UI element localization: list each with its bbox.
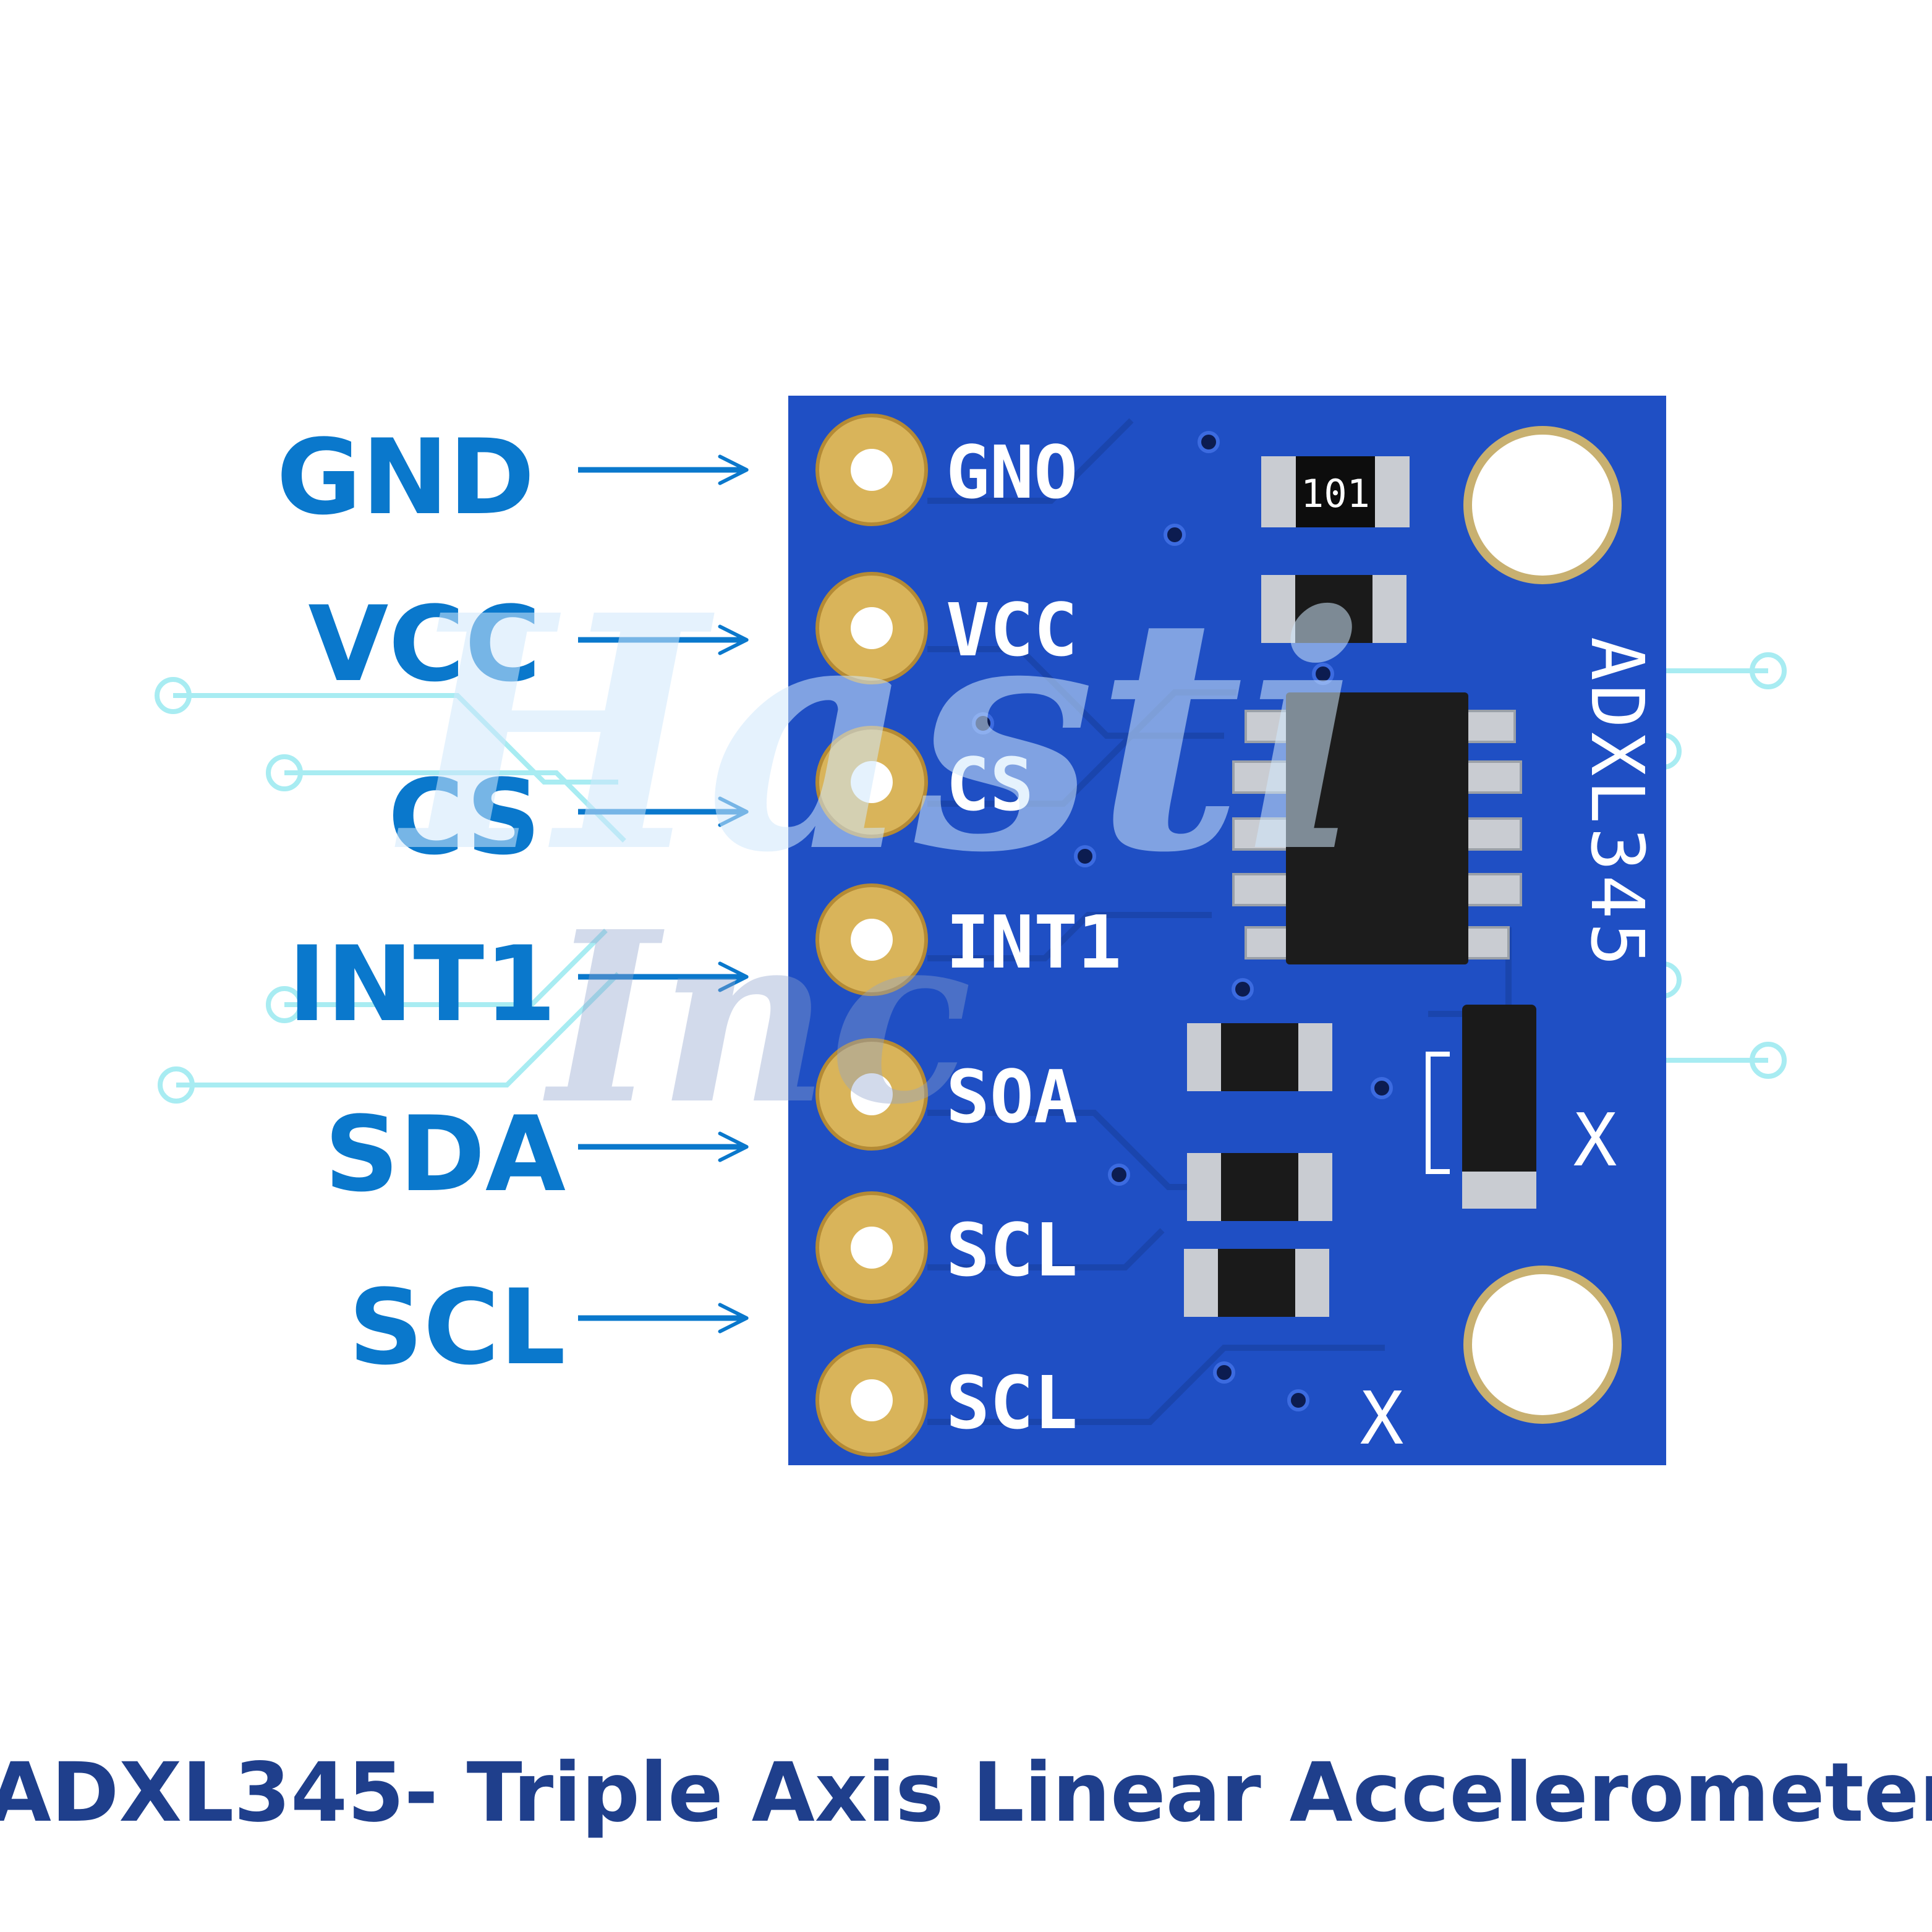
- mounting-holes: [1463, 426, 1622, 1424]
- watermark: Hasti Inc: [392, 545, 1366, 1156]
- watermark-text: Hasti: [392, 545, 1366, 923]
- capacitor: [1187, 1153, 1332, 1221]
- pin-pad: [815, 1038, 928, 1151]
- silkscreen-labels: GNO VCC CS INT1 SOA SCL SCL: [946, 430, 1121, 1445]
- pin-label-int1: INT1: [287, 924, 749, 1045]
- capacitor: [1184, 1249, 1329, 1317]
- header-pads: [815, 414, 928, 1457]
- pin-label-text: SCL: [349, 1267, 566, 1388]
- pin-label-text: INT1: [287, 924, 556, 1045]
- adxl345-chip: [1232, 692, 1522, 964]
- pin-pad: [815, 883, 928, 996]
- axis-x-mark: X: [1573, 1097, 1617, 1183]
- pin-label-text: GND: [276, 417, 535, 538]
- pin-label-sda: SDA: [325, 1094, 749, 1215]
- silk-label: VCC: [946, 587, 1078, 673]
- pin-pad: [815, 1191, 928, 1304]
- pin-label-text: CS: [388, 757, 541, 878]
- regulator: [1462, 1005, 1536, 1209]
- smd-components: 101: [1184, 456, 1536, 1317]
- silk-label: GNO: [946, 430, 1078, 515]
- pin-pad: [815, 414, 928, 526]
- pin-pad: [815, 726, 928, 838]
- pin-label-vcc: VCC: [308, 584, 749, 705]
- chip-label: ADXL345: [1575, 637, 1660, 970]
- pin-label-cs: CS: [388, 757, 749, 878]
- pin-label-text: SDA: [325, 1094, 566, 1215]
- resistor-101: 101: [1261, 456, 1410, 527]
- pin-pad: [815, 1344, 928, 1457]
- silk-label: SOA: [946, 1054, 1078, 1139]
- silkscreen-bracket: [1426, 1052, 1450, 1174]
- pin-label-gnd: GND: [276, 417, 749, 538]
- silk-label: CS: [946, 742, 1034, 827]
- axis-x-mark: X: [1360, 1376, 1403, 1461]
- silk-label: SCL: [946, 1207, 1078, 1293]
- pin-label-scl: SCL: [349, 1267, 749, 1388]
- watermark-text: Inc: [541, 880, 972, 1156]
- silk-label: INT1: [946, 900, 1121, 985]
- capacitor: [1261, 575, 1406, 643]
- silk-label: SCL: [946, 1360, 1078, 1445]
- vias: [972, 431, 1393, 1411]
- caption: ADXL345- Triple Axis Linear Acceleromete…: [0, 1745, 1932, 1841]
- pin-label-text: VCC: [308, 584, 541, 705]
- pin-pad: [815, 572, 928, 684]
- resistor-code: 101: [1301, 471, 1370, 516]
- capacitor: [1187, 1023, 1332, 1091]
